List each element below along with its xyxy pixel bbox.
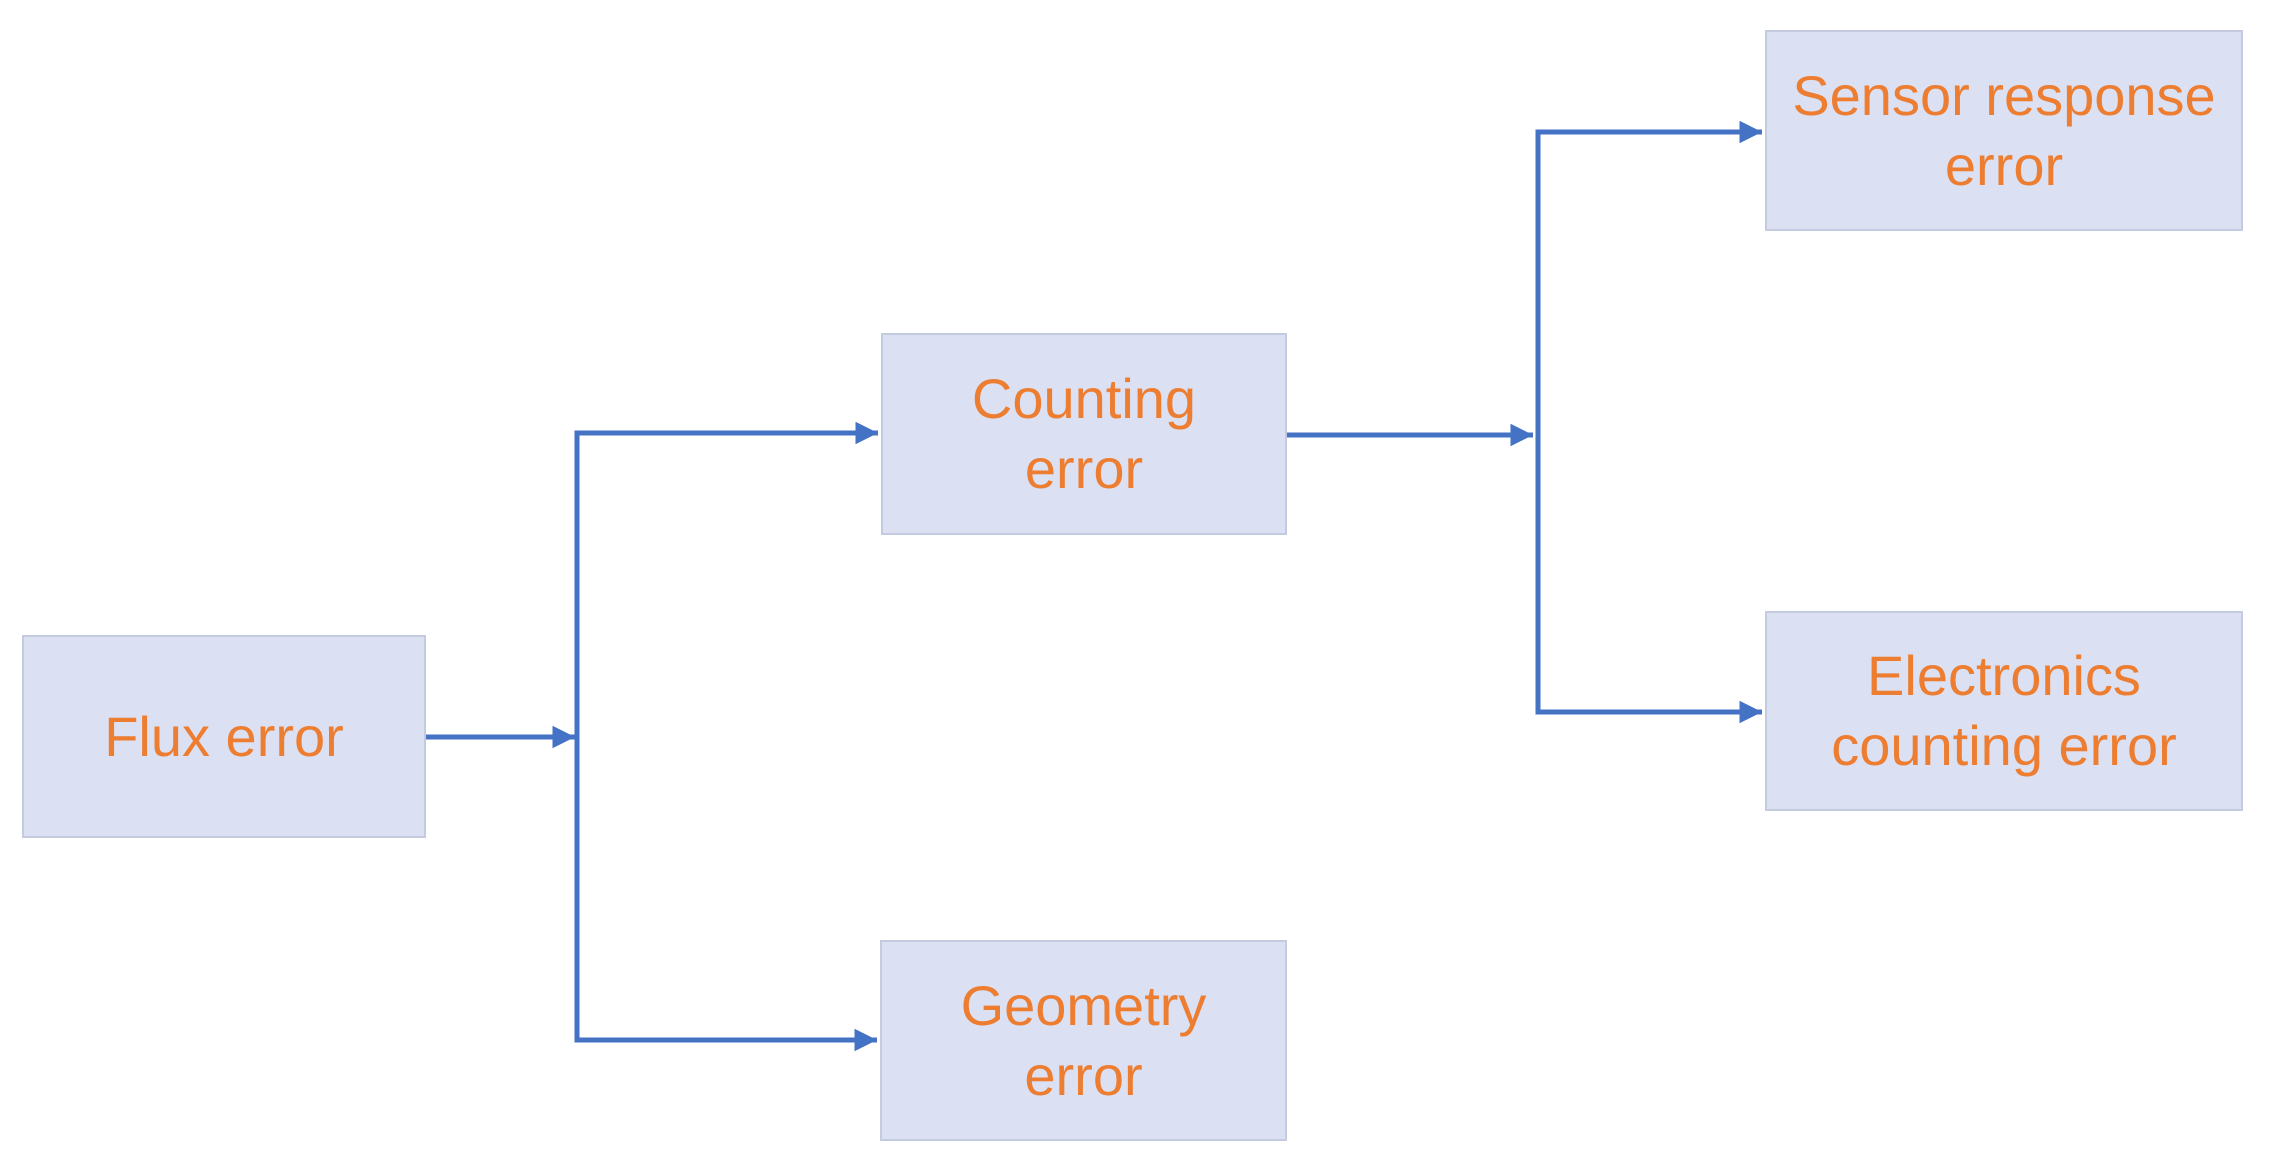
node-sensor-response-error-label: Sensor response error xyxy=(1792,63,2216,197)
node-electronics-counting-error-label: Electronics counting error xyxy=(1831,644,2177,777)
node-electronics-counting-error[interactable]: Electronics counting error xyxy=(1765,611,2243,811)
node-sensor-response-error[interactable]: Sensor response error xyxy=(1765,30,2243,231)
node-flux-error-label: Flux error xyxy=(104,704,344,768)
node-flux-error[interactable]: Flux error xyxy=(22,635,426,838)
node-counting-error-label: Counting error xyxy=(971,367,1197,500)
node-geometry-error[interactable]: Geometry error xyxy=(880,940,1287,1141)
node-geometry-error-label: Geometry error xyxy=(960,973,1207,1107)
node-counting-error[interactable]: Counting error xyxy=(881,333,1287,535)
